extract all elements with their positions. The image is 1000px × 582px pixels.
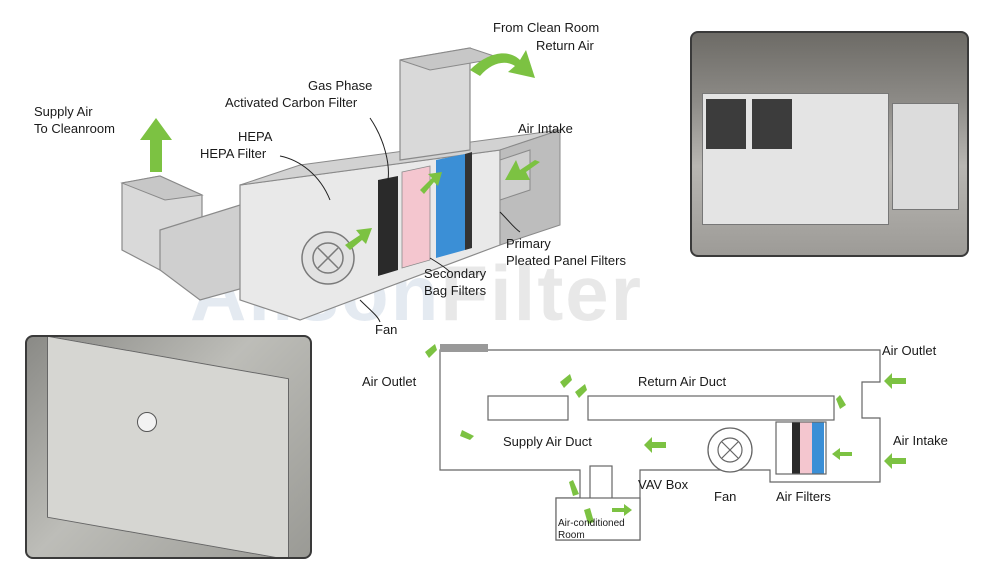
schematic-filter-frame [775, 421, 827, 475]
ahu-photo-bottom-left [25, 335, 312, 559]
schematic-filter-dark [792, 422, 800, 474]
return-air-duct-label: Return Air Duct [638, 374, 727, 389]
small-duct-inner [487, 395, 569, 421]
gas-phase-label-2: Activated Carbon Filter [225, 95, 358, 110]
supply-air-arrow [140, 118, 172, 172]
hepa-filter-panel [401, 165, 431, 269]
supply-air-label-1: Supply Air [34, 104, 93, 119]
supply-air-label-2: To Cleanroom [34, 121, 115, 136]
carbon-flow-arrow [420, 172, 442, 194]
return-air-label-2: Return Air [536, 38, 594, 53]
schematic-filter-pink [800, 422, 812, 474]
supply-air-duct-label: Supply Air Duct [503, 434, 592, 449]
room-label-2: Room [558, 530, 585, 541]
primary-filter-blue [436, 154, 465, 258]
primary-label-1: Primary [506, 236, 551, 251]
air-outlet-left-grille [440, 344, 488, 352]
supply-duct-top [120, 175, 204, 201]
fan-label-top: Fan [375, 322, 398, 337]
fan-rotor [312, 242, 344, 274]
gas-phase-label-1: Gas Phase [308, 78, 373, 93]
vav-box-shape [589, 465, 613, 503]
hepa-flow-arrow [345, 228, 372, 250]
schematic-arrows [425, 344, 906, 524]
air-outlet-left-label: Air Outlet [362, 374, 417, 389]
return-air-label-1: From Clean Room [493, 20, 600, 35]
fan-label-bottom: Fan [714, 489, 737, 504]
ahu-photo-top-right [690, 31, 969, 257]
air-intake-label-bottom: Air Intake [893, 433, 948, 448]
hepa-label-1: HEPA [238, 129, 273, 144]
air-intake-label-top: Air Intake [518, 121, 573, 136]
vav-box-label: VAV Box [638, 477, 689, 492]
room-label-1: Air-conditioned [558, 518, 625, 529]
primary-label-2: Pleated Panel Filters [506, 253, 626, 268]
schematic-filter-blue [812, 422, 824, 474]
air-outlet-right-label: Air Outlet [882, 343, 937, 358]
secondary-label-1: Secondary [424, 266, 487, 281]
hepa-label-2: HEPA Filter [200, 146, 267, 161]
secondary-label-2: Bag Filters [424, 283, 487, 298]
primary-filter-dark [465, 152, 472, 250]
return-air-arrow [470, 50, 535, 78]
room-wall [555, 497, 641, 541]
watermark-part2: Filter [440, 249, 644, 337]
return-duct-inner [587, 395, 835, 421]
air-filters-label: Air Filters [776, 489, 831, 504]
air-intake-arrow [505, 160, 540, 180]
carbon-filter [378, 176, 398, 276]
